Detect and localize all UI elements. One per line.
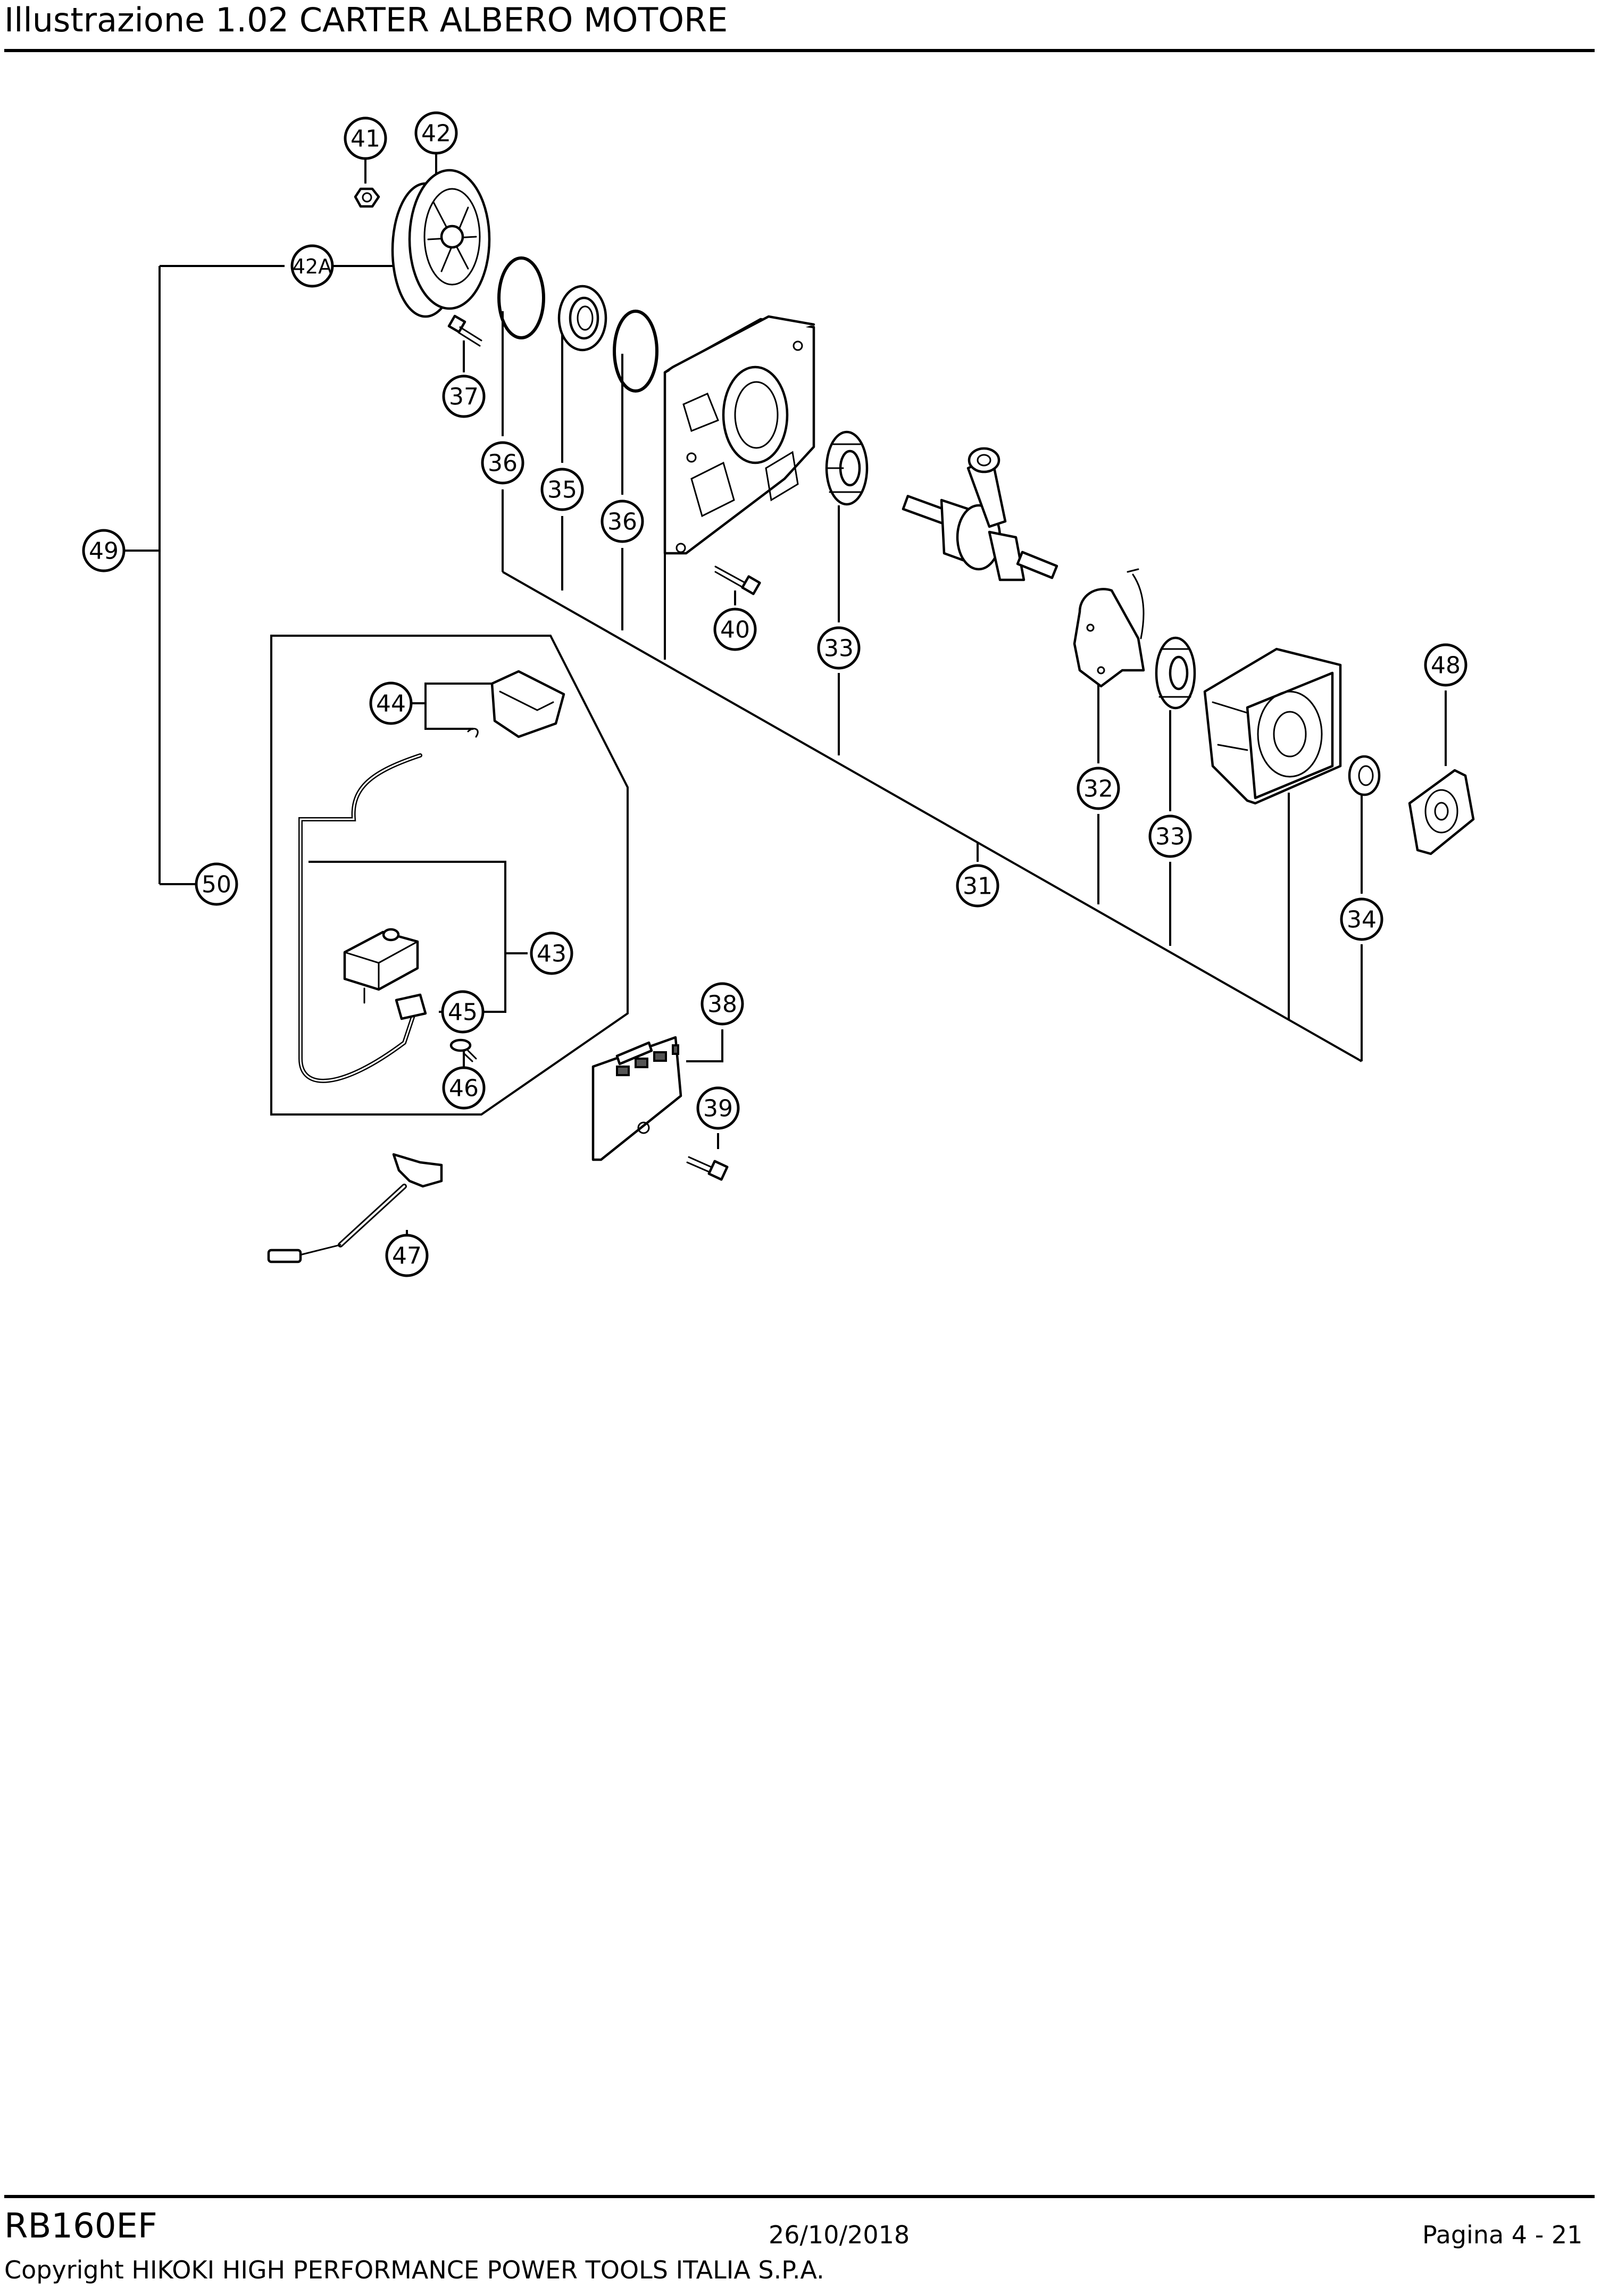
callout-34: 34 bbox=[1340, 897, 1383, 941]
svg-text:37: 37 bbox=[449, 384, 479, 411]
part-oil-seal-33b bbox=[1155, 636, 1196, 710]
part-screw-46 bbox=[449, 1038, 477, 1062]
svg-text:48: 48 bbox=[1431, 652, 1461, 679]
svg-text:41: 41 bbox=[351, 126, 380, 153]
callout-50: 50 bbox=[195, 862, 238, 906]
callout-40: 40 bbox=[713, 608, 757, 651]
part-gasket-32 bbox=[1073, 568, 1145, 688]
callout-32: 32 bbox=[1077, 767, 1120, 810]
part-bearing-35 bbox=[557, 285, 607, 352]
part-ignition-coil-43 bbox=[343, 928, 419, 1004]
svg-text:35: 35 bbox=[547, 477, 577, 504]
part-ignition-wire bbox=[298, 753, 422, 1083]
svg-text:36: 36 bbox=[607, 509, 637, 536]
part-screw-39 bbox=[686, 1156, 729, 1181]
svg-text:31: 31 bbox=[963, 873, 993, 900]
page-number: Pagina 4 - 21 bbox=[1422, 2220, 1583, 2249]
svg-text:40: 40 bbox=[720, 617, 750, 644]
svg-text:50: 50 bbox=[202, 871, 231, 899]
footer-divider bbox=[4, 2195, 1595, 2198]
part-nut-41 bbox=[354, 187, 380, 208]
part-connector-45 bbox=[395, 993, 427, 1020]
svg-text:36: 36 bbox=[488, 450, 518, 477]
callout-43: 43 bbox=[530, 931, 573, 975]
part-cover-48 bbox=[1408, 769, 1475, 855]
svg-text:44: 44 bbox=[376, 691, 406, 718]
callout-45: 45 bbox=[441, 990, 485, 1034]
part-washer-34 bbox=[1348, 755, 1381, 796]
part-flywheel-42 bbox=[391, 169, 491, 318]
svg-text:42A: 42A bbox=[293, 255, 332, 278]
part-bolt-40 bbox=[714, 565, 761, 595]
callout-41: 41 bbox=[344, 117, 387, 160]
part-cover-plate-38 bbox=[591, 1036, 682, 1161]
callout-44: 44 bbox=[369, 681, 413, 725]
svg-text:32: 32 bbox=[1083, 776, 1113, 803]
leader-lines bbox=[125, 154, 1447, 1239]
svg-text:43: 43 bbox=[537, 941, 566, 968]
page-title: Illustrazione 1.02 CARTER ALBERO MOTORE bbox=[4, 1, 728, 39]
callout-46: 46 bbox=[442, 1066, 486, 1110]
svg-text:46: 46 bbox=[449, 1075, 479, 1102]
part-oil-seal-33 bbox=[825, 430, 869, 506]
svg-text:33: 33 bbox=[824, 635, 854, 662]
model-number: RB160EF bbox=[4, 2207, 157, 2246]
svg-text:38: 38 bbox=[707, 991, 737, 1018]
callout-42: 42 bbox=[414, 111, 458, 155]
part-crankcase-half bbox=[663, 315, 815, 555]
svg-text:33: 33 bbox=[1155, 823, 1185, 851]
callout-35: 35 bbox=[540, 468, 584, 511]
callout-49: 49 bbox=[82, 529, 126, 572]
callout-33: 33 bbox=[817, 626, 861, 670]
callout-33-second: 33 bbox=[1148, 814, 1192, 858]
callout-37: 37 bbox=[442, 375, 486, 418]
callout-36-second: 36 bbox=[601, 500, 644, 543]
callout-36: 36 bbox=[481, 441, 524, 485]
svg-text:49: 49 bbox=[89, 538, 119, 565]
document-date: 26/10/2018 bbox=[769, 2220, 910, 2249]
callout-48: 48 bbox=[1424, 643, 1467, 687]
callout-38: 38 bbox=[701, 982, 744, 1026]
callout-31: 31 bbox=[956, 864, 999, 908]
svg-text:47: 47 bbox=[392, 1243, 422, 1270]
part-bolt-37 bbox=[447, 314, 482, 347]
svg-text:34: 34 bbox=[1347, 906, 1377, 934]
svg-text:39: 39 bbox=[703, 1095, 733, 1122]
callout-39: 39 bbox=[696, 1086, 740, 1130]
part-circlip-36 bbox=[497, 256, 545, 339]
callout-42a: 42A bbox=[290, 244, 334, 288]
part-crankcase-cover bbox=[1203, 647, 1342, 805]
svg-text:42: 42 bbox=[421, 120, 451, 147]
copyright-notice: Copyright HIKOKI HIGH PERFORMANCE POWER … bbox=[4, 2256, 824, 2284]
part-crankshaft bbox=[902, 447, 1058, 581]
part-ignition-plug-cap-44 bbox=[467, 670, 565, 738]
callout-47: 47 bbox=[385, 1234, 429, 1277]
part-stop-switch-47 bbox=[267, 1153, 443, 1263]
part-circlip-36b bbox=[613, 310, 658, 393]
svg-text:45: 45 bbox=[448, 999, 478, 1026]
exploded-parts-diagram: 41 42 42A 37 36 35 36 49 40 33 44 48 32 … bbox=[82, 111, 1475, 1277]
header-divider bbox=[4, 49, 1595, 52]
